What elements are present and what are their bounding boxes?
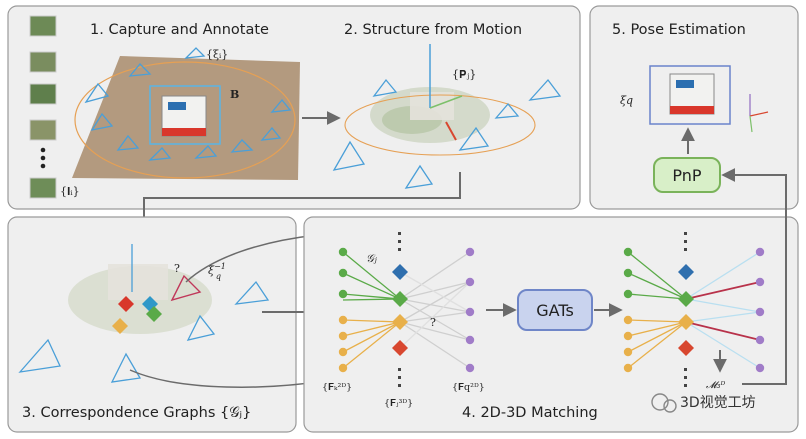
- axis-red: [445, 121, 457, 141]
- graph-diamonds-p3: [112, 296, 162, 334]
- device-bbox: [149, 85, 221, 145]
- point-cloud-sfm: [370, 87, 490, 143]
- thumbnail: [29, 51, 57, 73]
- ellipsis-dot: [40, 147, 46, 153]
- graph-edges-left: [342, 251, 471, 369]
- ellipsis-dot: [40, 163, 46, 169]
- title-capture: 1. Capture and Annotate: [90, 22, 269, 38]
- axis-green: [429, 95, 463, 109]
- label-q-graphs: ?: [174, 262, 180, 275]
- ellipsis-dot: [40, 155, 46, 161]
- label-pose-q: ξq: [620, 94, 633, 107]
- graph-edges-right: [627, 251, 761, 369]
- left-query-nodes: [465, 247, 475, 373]
- label-poses: {ξᵢ}: [206, 48, 228, 61]
- sfm-orbit: [344, 94, 536, 156]
- label-points: {𝐏ⱼ}: [452, 68, 476, 81]
- left-3d-nodes: [392, 232, 408, 387]
- gats-label: GATs: [536, 301, 574, 320]
- label-fj: {𝐅ⱼ³ᴰ}: [384, 398, 413, 409]
- thumbnail: [29, 177, 57, 199]
- capture-orbit: [74, 61, 296, 179]
- thumbnail: [29, 119, 57, 141]
- title-graphs: 3. Correspondence Graphs {𝒢ⱼ}: [22, 405, 251, 421]
- right-3d-nodes: [678, 232, 694, 387]
- title-pose: 5. Pose Estimation: [612, 22, 746, 38]
- wechat-icon: [651, 393, 669, 411]
- right-query-nodes: [755, 247, 765, 373]
- pnp-label: PnP: [672, 166, 702, 185]
- point-cloud-graphs: [68, 264, 212, 334]
- pose-box-result: [649, 65, 769, 133]
- camera-frustums-p3: [18, 280, 270, 383]
- camera-frustums-p2: [332, 78, 562, 189]
- label-q-matching: ?: [430, 316, 436, 329]
- camera-frustums-p1: [84, 47, 292, 161]
- thumbnail: [29, 83, 57, 105]
- thumbnail: [29, 15, 57, 37]
- watermark-text: 3D视觉工坊: [680, 395, 756, 411]
- query-camera: [170, 274, 202, 302]
- right-2d-nodes: [623, 247, 633, 373]
- pnp-button[interactable]: PnP: [653, 157, 721, 193]
- label-box: 𝐁: [230, 88, 239, 101]
- left-2d-nodes: [338, 247, 348, 373]
- watermark: 3D视觉工坊: [651, 393, 756, 413]
- label-matches: 𝓜₃ᴰ: [706, 380, 725, 391]
- label-images: {𝐈ᵢ}: [60, 185, 80, 198]
- image-thumbnails: [29, 15, 57, 199]
- label-fk: {𝐅ₖ²ᴰ}: [322, 382, 352, 393]
- label-fq: {𝐅q²ᴰ}: [452, 382, 485, 393]
- arrow-matches-to-pnp: [721, 168, 787, 385]
- gats-button[interactable]: GATs: [517, 289, 593, 331]
- title-matching: 4. 2D-3D Matching: [462, 405, 598, 421]
- arrow-sfm-to-graphs: [137, 172, 461, 235]
- title-sfm: 2. Structure from Motion: [344, 22, 522, 38]
- label-graph-j: 𝒢ⱼ: [366, 252, 377, 265]
